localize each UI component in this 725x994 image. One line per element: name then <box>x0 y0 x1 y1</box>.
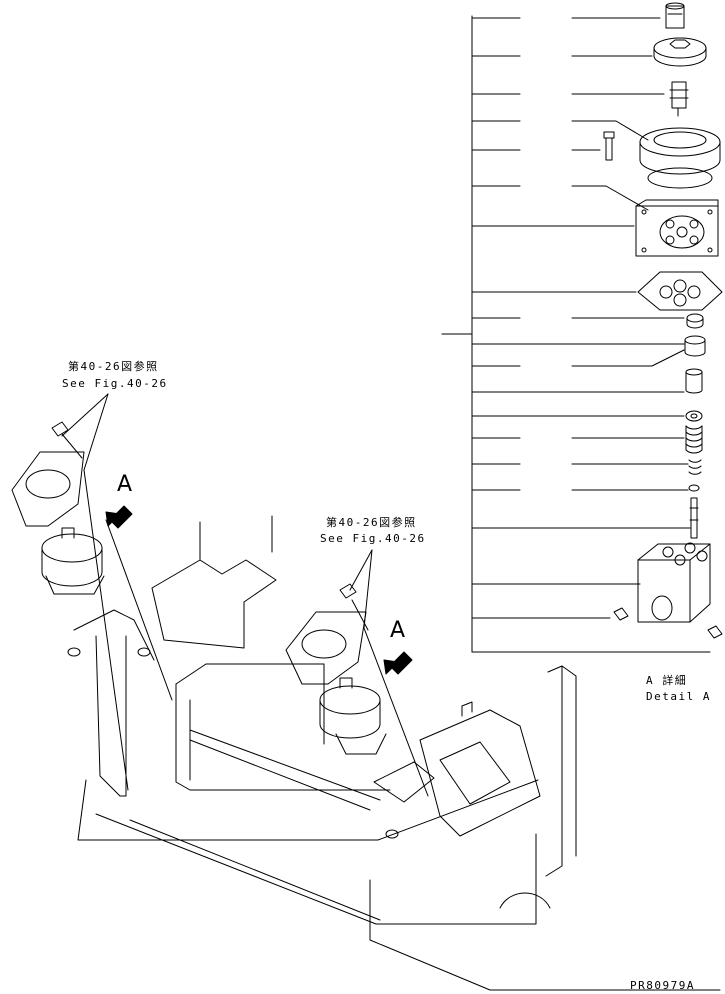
left-callout-en: See Fig.40-26 <box>62 377 168 390</box>
detail-label-jp: A 詳細 <box>646 674 688 687</box>
right-assembly <box>285 549 541 839</box>
right-callout-jp: 第40-26図参照 <box>326 516 417 529</box>
right-callout-en: See Fig.40-26 <box>320 532 426 545</box>
drawing-number: PR80979A <box>630 979 695 992</box>
left-assembly <box>11 393 173 797</box>
callout-bracket <box>441 15 711 653</box>
frame <box>77 515 721 991</box>
exploded-parts <box>603 2 723 639</box>
right-view-marker: A <box>390 618 406 643</box>
detail-label-en: Detail A <box>646 690 711 703</box>
left-view-marker: A <box>117 472 133 497</box>
left-callout-jp: 第40-26図参照 <box>68 360 159 373</box>
